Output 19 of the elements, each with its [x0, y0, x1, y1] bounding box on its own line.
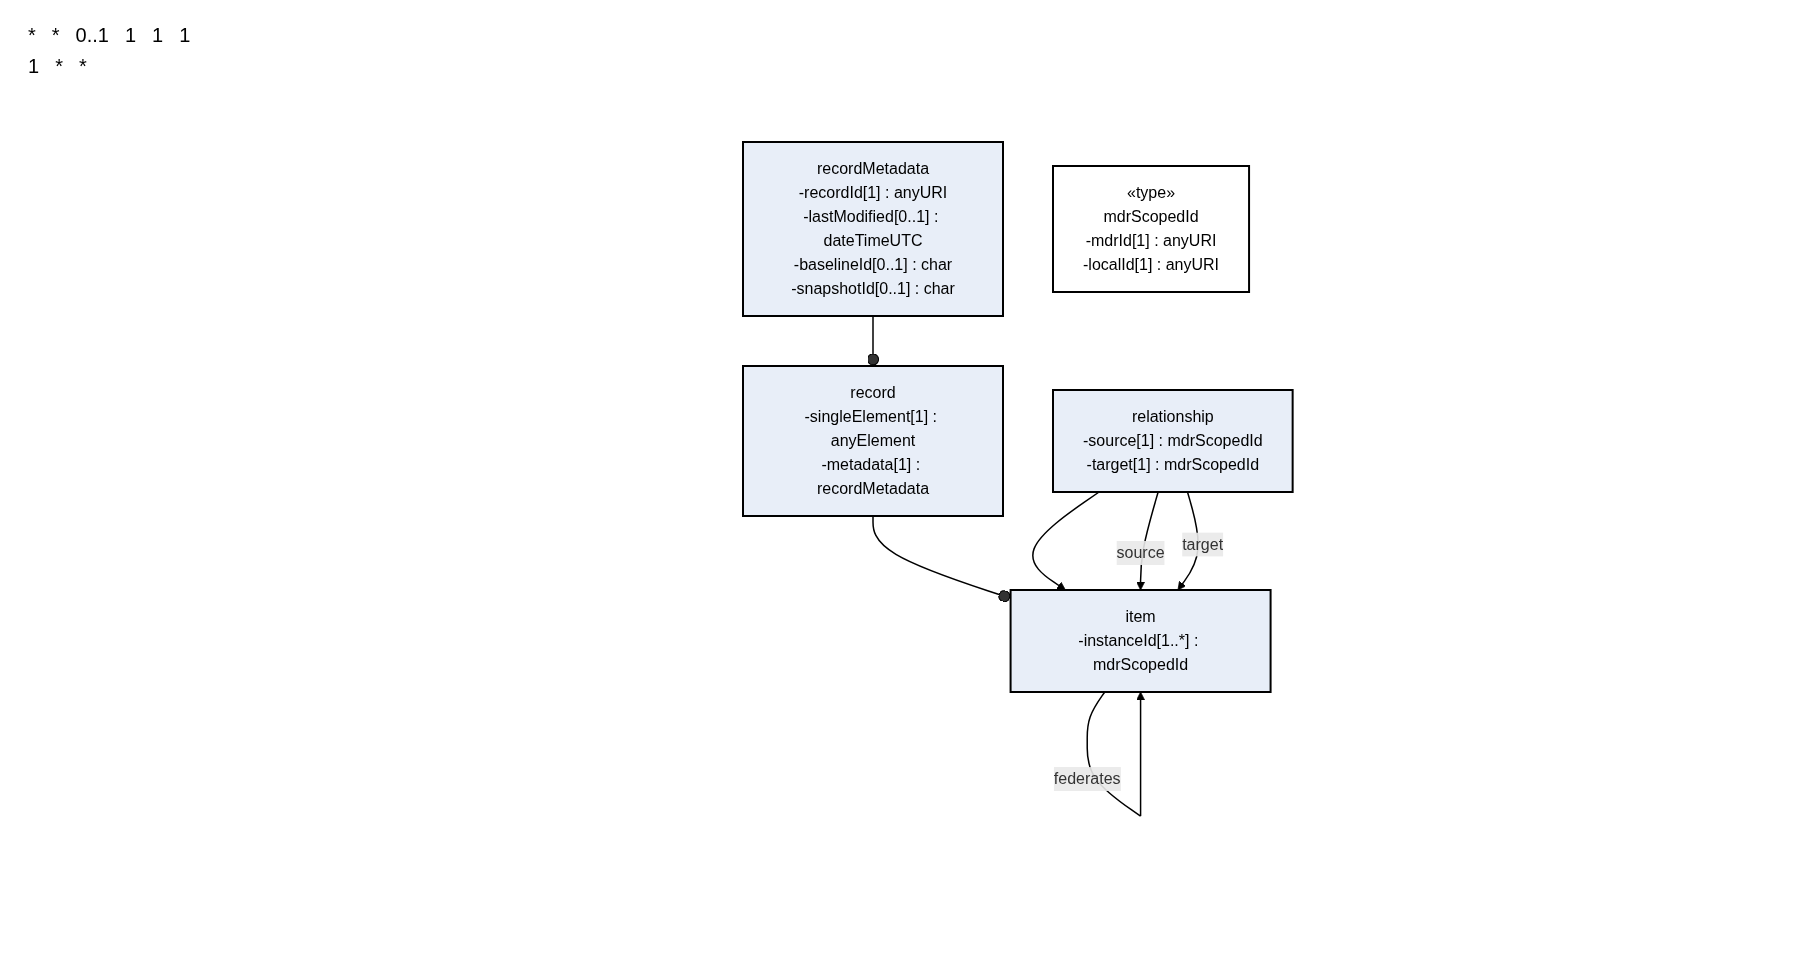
node-box: item -instanceId[1..*] : mdrScopedId — [1009, 589, 1272, 694]
node-box: «type» mdrScopedId -mdrId[1] : anyURI -localId[1] : anyURI — [1052, 165, 1251, 294]
multiplicity-label: * — [55, 55, 63, 78]
edge-label: federates — [1054, 770, 1121, 788]
multiplicity-label: 1 — [28, 55, 40, 78]
multiplicity-label: 0..1 — [75, 24, 109, 47]
node-box: record -singleElement[1] : anyElement -metadata[1] : recordMetadata — [742, 365, 1005, 518]
arrow — [1032, 491, 1100, 591]
node-box: relationship -source[1] : mdrScopedId -target[1] : mdrScopedId — [1052, 389, 1294, 494]
multiplicity-label: 1 — [179, 24, 191, 47]
node-box: recordMetadata -recordId[1] : anyURI -lastModified[0..1] : dateTimeUTC -baselineId[0..1] : char -snapshotId[0..1] : char — [742, 141, 1005, 318]
multiplicity-label: 1 — [124, 24, 137, 47]
multiplicity-label: * — [28, 24, 36, 47]
multiplicity-label: 1 — [152, 24, 164, 47]
multiplicity-label: * — [78, 55, 87, 78]
edge-label: target — [1182, 535, 1224, 553]
multiplicity-label: * — [51, 24, 60, 47]
connector — [867, 315, 880, 368]
edge-label: source — [1116, 544, 1165, 562]
